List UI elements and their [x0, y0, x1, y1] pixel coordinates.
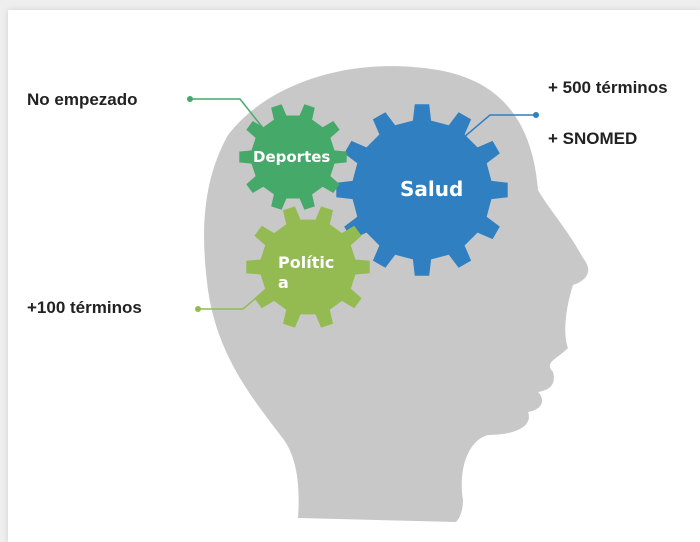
- gear-label-politica-line1: Polític: [278, 253, 335, 272]
- gear-label-politica: Polític a: [278, 253, 334, 293]
- label-500-terminos: + 500 términos: [548, 78, 668, 97]
- label-100-terminos: +100 términos: [27, 298, 142, 317]
- gear-label-deportes: Deportes: [253, 148, 331, 166]
- gear-label-politica-line2: a: [278, 273, 289, 292]
- label-no-empezado: No empezado: [27, 90, 138, 109]
- connector-500-terminos: [462, 112, 539, 139]
- gear-deportes: [239, 104, 347, 210]
- label-snomed: + SNOMED: [548, 129, 638, 148]
- gear-deportes-shape: [239, 104, 347, 210]
- head-diagram: [187, 66, 589, 522]
- gear-politica-shape: [246, 206, 370, 328]
- gear-salud: [336, 104, 508, 276]
- diagram-canvas: No empezado + 500 términos + SNOMED +100…: [8, 10, 700, 542]
- connector-no-empezado: [187, 96, 264, 129]
- gear-salud-shape: [336, 104, 508, 276]
- gear-politica: [246, 206, 370, 328]
- gear-label-salud: Salud: [400, 177, 464, 201]
